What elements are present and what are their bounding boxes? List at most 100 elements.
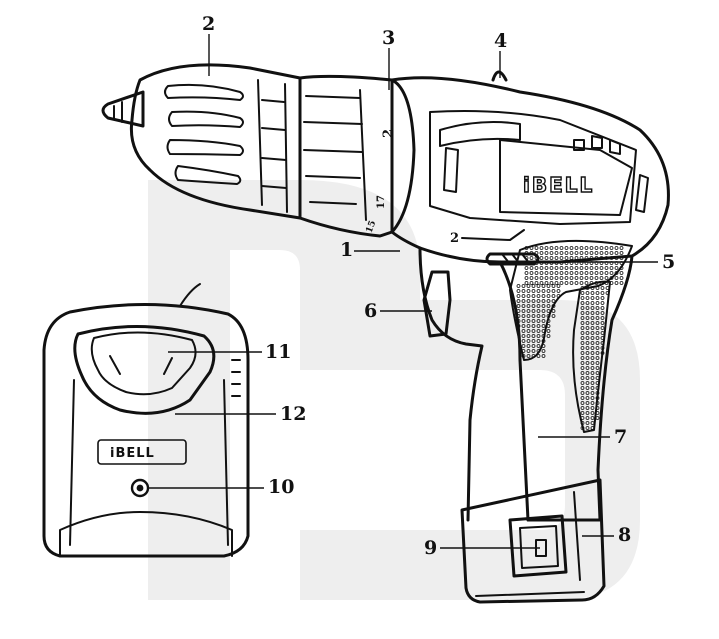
grip-dot [590,406,595,410]
grip-dot [604,281,609,285]
svg-text:2: 2 [202,13,215,35]
grip-dot [585,391,590,395]
grip-dot [516,319,521,323]
callout-6: 6 [364,300,432,322]
grip-dot [574,256,579,260]
charger-side-edges [69,379,229,546]
grip-dot [614,251,619,255]
brand-logo: iBELL [523,173,594,197]
grip-dot [526,329,531,333]
grip-dot [531,349,536,353]
grip-dot [529,276,534,280]
grip-dot [554,281,559,285]
grip-dot [516,314,521,318]
grip-dot [590,396,595,400]
grip-dot [590,401,595,405]
grip-dot [590,426,595,430]
grip-dot [539,266,544,270]
grip-dot [595,396,600,400]
grip-dot [599,276,604,280]
grip-dot [526,299,531,303]
grip-dot [599,266,604,270]
grip-dot [590,356,595,360]
grip-dot [516,284,521,288]
grip-dot [580,326,585,330]
charger-body [42,302,250,558]
grip-dot [584,251,589,255]
grip-dot [579,251,584,255]
grip-dot [579,276,584,280]
callout-4: 4 [494,30,507,78]
grip-dot [529,266,534,270]
grip-dot [580,386,585,390]
grip-dot [589,281,594,285]
grip-dot [585,386,590,390]
grip-dot [546,309,551,313]
grip-dot [590,346,595,350]
grip-dot [590,376,595,380]
grip-dot [595,326,600,330]
grip-dot [564,256,569,260]
grip-dot [585,411,590,415]
grip-dot [521,334,526,338]
grip-dot [546,294,551,298]
grip-dot [605,291,610,295]
grip-dot [599,281,604,285]
grip-dot [589,256,594,260]
grip-dot [595,366,600,370]
grip-dot [569,281,574,285]
grip-dot [546,304,551,308]
grip-dot [536,334,541,338]
charger-illustration: iBELL [42,283,250,558]
grip-dot [539,276,544,280]
grip-dot [600,316,605,320]
grip-dot [585,376,590,380]
watermark-logo [148,180,640,600]
grip-dot [529,271,534,275]
grip-dot [590,311,595,315]
grip-dot [595,381,600,385]
grip-dot [536,324,541,328]
grip-dot [619,271,624,275]
grip-dot [605,286,610,290]
grip-dot [549,281,554,285]
grip-dot [529,246,534,250]
grip-dot [580,406,585,410]
grip-dot [590,371,595,375]
grip-dot [534,276,539,280]
grip-dot [614,266,619,270]
grip-dot [585,426,590,430]
grip-dot [559,281,564,285]
grip-dot [595,301,600,305]
svg-text:4: 4 [494,30,507,52]
grip-dot [595,406,600,410]
grip-dot [609,281,614,285]
grip-dot [574,246,579,250]
grip-dot [521,339,526,343]
grip-dot [589,276,594,280]
grip-dot [526,294,531,298]
top-switch [491,70,508,82]
grip-dot [619,256,624,260]
grip-dot [594,251,599,255]
grip-dot [531,284,536,288]
grip-dot [544,281,549,285]
grip-dot [595,296,600,300]
grip-dot [600,346,605,350]
grip-dot [595,416,600,420]
grip-dot [554,266,559,270]
grip-dot [564,246,569,250]
grip-dot [546,334,551,338]
grip-dot [585,381,590,385]
svg-text:3: 3 [382,27,395,49]
grip-dot [546,289,551,293]
grip-dot [526,349,531,353]
grip-dot [619,266,624,270]
grip-dot [541,294,546,298]
grip-dot [546,314,551,318]
grip-dot [590,366,595,370]
grip-dot [549,276,554,280]
grip-dot [536,309,541,313]
led-light [485,252,540,266]
grip-dot [590,326,595,330]
